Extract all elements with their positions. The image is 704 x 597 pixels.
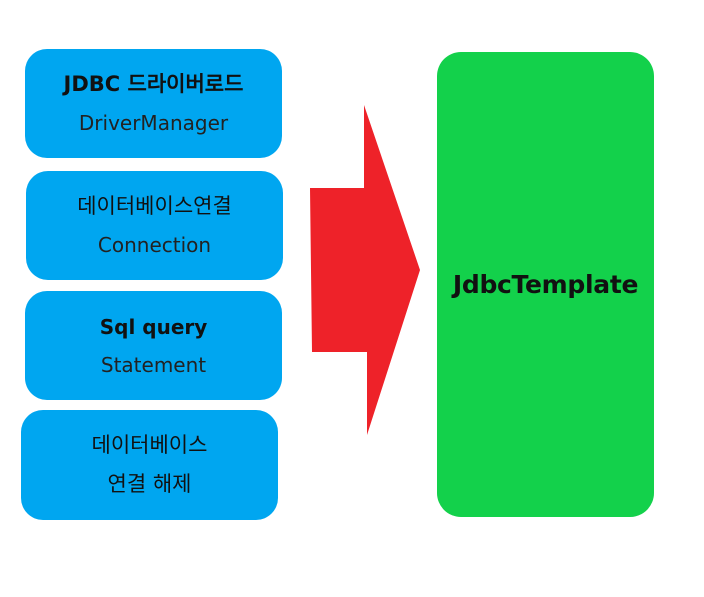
- step-subtitle: DriverManager: [78, 111, 229, 135]
- step-title: JDBC 드라이버로드: [63, 72, 244, 96]
- step-box-sql-query: Sql query Statement: [25, 291, 282, 400]
- step-title: Sql query: [99, 314, 208, 339]
- step-title: 데이터베이스연결: [77, 194, 232, 218]
- step-box-db-connect: 데이터베이스연결 Connection: [26, 171, 283, 280]
- step-box-db-disconnect: 데이터베이스 연결 해제: [21, 410, 278, 520]
- target-box-jdbc-template: JdbcTemplate: [437, 52, 654, 517]
- step-subtitle: Statement: [100, 352, 207, 377]
- step-subtitle: 연결 해제: [107, 472, 192, 496]
- step-title: 데이터베이스: [91, 433, 208, 457]
- step-subtitle: Connection: [97, 233, 212, 257]
- target-label: JdbcTemplate: [452, 270, 639, 299]
- step-box-driver-load: JDBC 드라이버로드 DriverManager: [25, 49, 282, 158]
- arrow-shape: [310, 105, 420, 435]
